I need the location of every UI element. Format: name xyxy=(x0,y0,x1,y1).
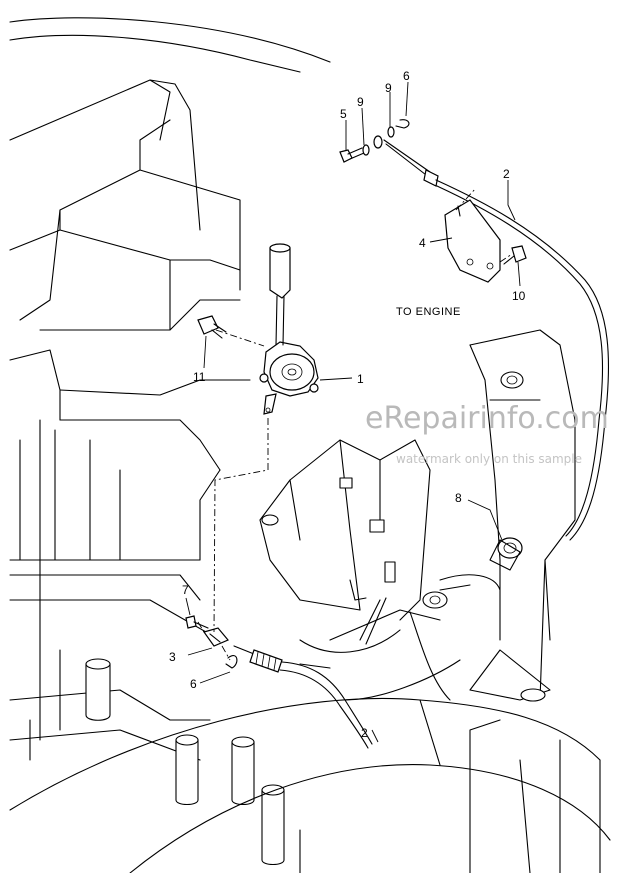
watermark-sub: watermark only on this sample xyxy=(396,452,582,466)
lever-cable-assembly xyxy=(185,615,461,749)
to-engine-note: TO ENGINE xyxy=(396,306,461,318)
callout-9-left: 9 xyxy=(357,95,364,109)
watermark: eRepairinfo.com watermark only on this s… xyxy=(365,401,609,466)
callout-2-lower: 2 xyxy=(361,726,368,740)
cable-clamp xyxy=(489,537,523,571)
machine-body xyxy=(9,17,611,873)
watermark-main: eRepairinfo.com xyxy=(365,401,609,436)
right-bracket xyxy=(439,329,576,702)
callout-1: 1 xyxy=(357,372,364,386)
callout-2-upper: 2 xyxy=(503,167,510,181)
callout-9-right: 9 xyxy=(385,81,392,95)
callout-11: 11 xyxy=(193,370,206,384)
plate-assembly xyxy=(259,439,471,701)
throttle-lever-assembly xyxy=(259,243,319,415)
leader-lines xyxy=(185,81,521,743)
assembly-lines xyxy=(197,187,513,661)
callout-6-upper: 6 xyxy=(403,69,410,83)
callout-10: 10 xyxy=(512,289,526,303)
callout-6-lower: 6 xyxy=(190,677,197,691)
callout-8: 8 xyxy=(455,491,462,505)
callout-4: 4 xyxy=(419,236,426,250)
engine-cable-assembly xyxy=(197,119,610,541)
callout-5: 5 xyxy=(340,107,347,121)
callout-labels: 1 2 2 3 4 5 6 6 7 8 9 9 10 11 TO ENGINE xyxy=(169,69,526,740)
callout-3: 3 xyxy=(169,650,176,664)
callout-7: 7 xyxy=(182,583,189,597)
